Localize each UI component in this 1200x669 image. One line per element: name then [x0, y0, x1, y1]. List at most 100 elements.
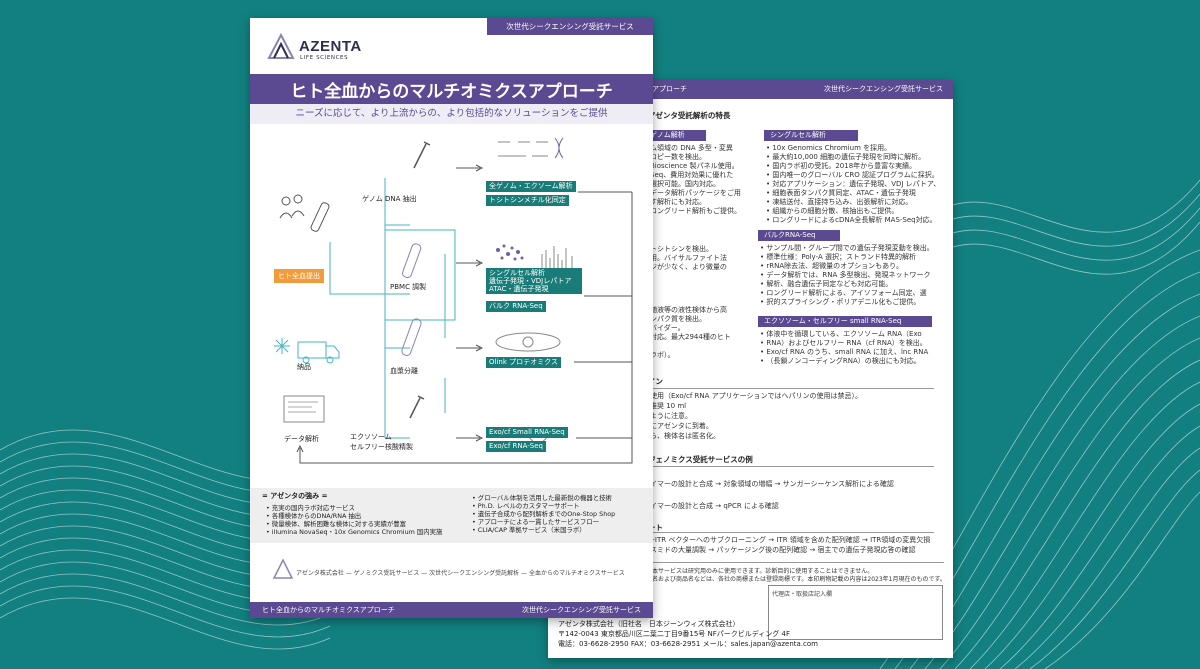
- list-item: 選択可能。国内対応。: [650, 180, 720, 188]
- list-item: イマーの設計と合成 → 対象領域の増幅 → サンガーシーケンス解析による確認: [650, 480, 894, 488]
- list-item: • 解析、融合遺伝子同定なども対応可能。: [760, 280, 893, 288]
- list-item: • 体液中を循環している、エクソソーム RNA（Exo: [760, 330, 922, 338]
- divider: [644, 562, 944, 563]
- tag-exo-rna: Exo/cf RNA-Seq: [486, 441, 546, 452]
- tag-methylation: トシトシンメチル化同定: [486, 195, 569, 206]
- tag-bulk: バルク RNA-Seq: [486, 301, 546, 312]
- tag-sc-line: シングルセル解析: [489, 269, 545, 277]
- list-item: す解析にも対応。: [650, 198, 706, 206]
- delivery-truck-icon: [297, 341, 340, 364]
- barcode-chart-icon: [541, 246, 573, 274]
- strength-item: • 各種検体からのDNA/RNA 抽出: [266, 512, 362, 520]
- list-item: • 最大約10,000 細胞の遺伝子発現を同時に解析。: [766, 153, 926, 161]
- page-title: ヒト全血からのマルチオミクスアプローチ: [290, 82, 613, 102]
- list-item: • 択的スプライシング・ポリアデニル化もご提供。: [760, 298, 921, 306]
- workflow-diagram: [274, 137, 633, 464]
- list-item: データ解析パッケージをご用: [650, 189, 741, 197]
- azenta-logo-icon: [267, 32, 295, 59]
- back-header-left: アプローチ: [652, 85, 687, 93]
- list-item: Bioscience 製パネル使用。: [650, 162, 739, 170]
- features-title: アゼンタ受託解析の特長: [648, 111, 731, 120]
- strength-item: • 微量検体、解析困難な検体に対する実績が豊富: [266, 520, 407, 528]
- agent-note-box: 代理店・取扱店記入欄: [768, 585, 943, 640]
- azenta-logo-icon: [272, 558, 294, 579]
- list-item: • 国内ラボ初の受託。2018年から豊富な実績。: [766, 162, 917, 170]
- list-item: スミドの大量調製 → パッケージング後の配列確認 → 宿主での遺伝子発現応答の確…: [650, 546, 916, 554]
- azenta-logo: AZENTA LIFE SCIENCES: [266, 32, 361, 66]
- gene-heading: ート: [648, 523, 663, 532]
- list-item: コピー数を検出。: [650, 153, 706, 161]
- list-item: 推奨 10 ml: [650, 402, 687, 410]
- pipette-icon: [413, 141, 431, 169]
- people-icon: [279, 194, 305, 219]
- footer-breadcrumb: アゼンタ株式会社 — ゲノミクス受託サービス — 次世代シークエンシング受託解析…: [296, 570, 625, 577]
- step-exo-label-1: エクソソーム: [350, 433, 392, 441]
- strength-item: • CLIA/CAP 準拠サービス（米国ラボ）: [472, 526, 586, 534]
- blood-tube-icon: [310, 202, 330, 232]
- front-bottom-bar: ヒト全血からのマルチオミクスアプローチ 次世代シークエンシング受託サービス: [250, 602, 653, 618]
- logo-subtitle: LIFE SCIENCES: [300, 55, 349, 61]
- tag-singlecell: シングルセル解析 遺伝子発現・VDJレパトア ATAC・遺伝子発現: [486, 268, 582, 294]
- list-item: ように注意。: [650, 412, 692, 420]
- company-contact: 電話：03-6628-2950 FAX：03-6628-2951 メール：sal…: [558, 640, 818, 648]
- step-exo-label-2: セルフリー核酸精製: [350, 443, 413, 451]
- list-item: • 組織からの細胞分散、核抽出もご提供。: [766, 207, 899, 215]
- list-item: 対応。最大2944種のヒト: [650, 333, 731, 341]
- guide-heading: イン: [648, 377, 663, 386]
- list-item: • 10x Genomics Chromium を採用。: [766, 144, 892, 152]
- bottom-left-text: ヒト全血からのマルチオミクスアプローチ: [262, 606, 395, 614]
- list-item: バイダー。: [650, 324, 685, 332]
- list-item: ジが少なく、より微量の: [650, 263, 727, 271]
- agent-note-label: 代理店・取扱店記入欄: [772, 591, 833, 598]
- back-header-right: 次世代シークエンシング受託サービス: [824, 85, 943, 93]
- strength-item: • Ph.D. レベルのカスタマーサポート: [472, 502, 580, 510]
- list-item: • サンプル間・グループ間での遺伝子発現変動を検出。: [760, 244, 934, 252]
- snowflake-icon: [274, 338, 290, 354]
- strength-item: • 充実の国内ラボ対応サービス: [266, 504, 355, 512]
- cell-dots-icon: [496, 244, 524, 261]
- bulk-heading: バルクRNA-Seq: [758, 230, 840, 241]
- list-item: Seq、費用対効果に優れた: [650, 171, 734, 179]
- disclaimer-line: 名および商品名などは、各社の商標または登録商標です。本印刷物記載の内容は2023…: [652, 576, 946, 583]
- tag-sc-line: ATAC・遺伝子発現: [489, 285, 549, 293]
- tag-wgs: 全ゲノム・エクソーム解析: [486, 181, 576, 192]
- bottom-right-text: 次世代シークエンシング受託サービス: [522, 606, 641, 614]
- strength-item: • グローバル体制を活用した最新鋭の機器と技術: [472, 494, 612, 502]
- blood-submit-badge: ヒト全血提出: [274, 269, 324, 283]
- example-heading: ジェノミクス受託サービスの例: [648, 455, 753, 464]
- list-item: • 凍結送付、直接持ち込み、出張解析に対応。: [766, 198, 913, 206]
- exo-heading: エクソソーム・セルフリー small RNA-Seq: [758, 316, 932, 327]
- tag-olink: Olink プロテオミクス: [486, 357, 561, 368]
- top-service-tag: 次世代シークエンシング受託サービス: [487, 18, 653, 35]
- company-address: 〒142-0043 東京都品川区二葉二丁目9番15号 NFパークビルディング 4…: [558, 630, 790, 638]
- list-item: ロングリード解析もご提供。: [650, 207, 741, 215]
- list-item: • 国内唯一のグローバル CRO 認証プログラムに採択。: [766, 171, 939, 179]
- list-item: • Exo/cf RNA のうち、small RNA に加え、lnc RNA: [760, 348, 929, 356]
- logo-name: AZENTA: [299, 38, 362, 55]
- list-item: • 標準仕様：Poly-A 選択；ストランド特異的解析: [760, 253, 916, 261]
- list-item: ラボ）。: [650, 351, 675, 359]
- tag-exo-small: Exo/cf Small RNA-Seq: [486, 427, 568, 438]
- list-item: • ロングリード解析による、アイソフォーム同定、選: [760, 289, 927, 297]
- disclaimer-line: 本サービスは研究用のみに使用できます。診断目的に使用することはできません。: [652, 568, 874, 575]
- list-item: • ロングリードによるcDNA全長解析 MAS-Seq対応。: [766, 216, 937, 224]
- strength-item: • アプローチによる一貫したサービスフロー: [472, 518, 600, 526]
- list-item: • RNA）およびセルフリー RNA（cf RNA）を検出。: [760, 339, 927, 347]
- tag-sc-line: 遺伝子発現・VDJレパトア: [489, 277, 572, 285]
- list-item: トシトシンを検出。: [650, 245, 713, 253]
- list-item: 使用（Exo/cf RNA アプリケーションではヘパリンの使用は禁忌）。: [650, 392, 863, 400]
- list-item: /-ITR ベクターへのサブクローニング → ITR 領域を含めた配列確認 → …: [650, 536, 931, 544]
- divider: [644, 388, 934, 389]
- list-item: イマーの設計と合成 → qPCR による確認: [650, 502, 779, 510]
- list-item: • rRNA除去法、超微量のオプションもあり。: [760, 262, 903, 270]
- page-subtitle: ニーズに応じて、より上流からの、より包括的なソリューションをご提供: [250, 104, 653, 124]
- list-item: 用。バイサルファイト法: [650, 254, 727, 262]
- singlecell-heading: シングルセル解析: [764, 130, 858, 141]
- strengths-title: = アゼンタの強み =: [262, 492, 328, 500]
- strengths-box: = アゼンタの強み = • 充実の国内ラボ対応サービス• 各種検体からのDNA/…: [250, 488, 653, 543]
- strength-item: • 遺伝子合成から配列解析までのOne-Stop Shop: [472, 510, 616, 518]
- list-item: • データ解析では、RNA 多型検出、発現ネットワーク: [760, 271, 931, 279]
- list-item: • 細胞表面タンパク質同定、ATAC・遺伝子発現: [766, 189, 916, 197]
- list-item: • 対応アプリケーション：遺伝子発現、VDJ レパトア、: [766, 180, 941, 188]
